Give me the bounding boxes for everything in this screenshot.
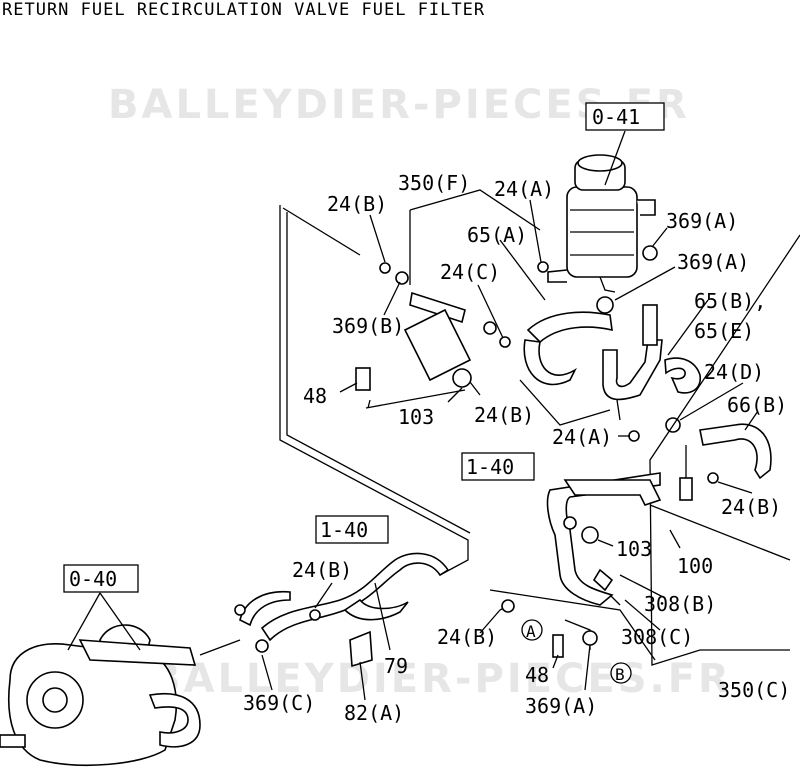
label-103-upper: 103 [398,405,434,429]
label-pipe-ref-lower: 1-40 [315,515,389,544]
svg-text:0-41: 0-41 [592,105,640,129]
label-24b-top: 24(B) [327,192,387,216]
label-pipe-ref-upper: 1-40 [461,452,535,481]
label-369c: 369(C) [243,691,315,715]
label-filter-ref: 0-41 [585,102,665,131]
clamps-upper [379,245,719,484]
label-350c: 350(C) [718,678,790,702]
label-82a: 82(A) [344,701,404,725]
label-24b-right: 24(B) [721,495,781,519]
label-24a-mid: 24(A) [552,425,612,449]
lower-return-pipe [199,552,656,701]
label-369a-lower: 369(A) [525,694,597,718]
circle-marker-b: B [610,662,632,684]
label-24b-lower: 24(B) [437,625,497,649]
leader-lines [339,130,759,494]
svg-text:A: A [526,622,536,641]
label-100: 100 [677,554,713,578]
circle-marker-a: A [521,619,543,641]
fuel-filter [547,154,656,293]
label-24c: 24(C) [440,260,500,284]
diagram-title: RETURN FUEL RECIRCULATION VALVE FUEL FIL… [2,0,485,20]
label-65a: 65(A) [467,223,527,247]
watermark-bottom: BALLEYDIER-PIECES.FR [150,656,732,702]
svg-text:1-40: 1-40 [466,455,514,479]
label-369a-1: 369(A) [666,209,738,233]
recirculation-valve-assembly [355,189,541,409]
label-65e: 65(E) [694,319,754,343]
label-48-upper: 48 [303,384,327,408]
label-103-lower: 103 [616,537,652,561]
filter-hoses [523,304,772,480]
label-369b: 369(B) [332,314,404,338]
label-24b-left: 24(B) [292,558,352,582]
label-350f: 350(F) [398,171,470,195]
label-24d: 24(D) [704,360,764,384]
label-24a-top: 24(A) [494,177,554,201]
label-308c: 308(C) [621,625,693,649]
label-79: 79 [384,654,408,678]
frame-lines [279,205,800,666]
svg-text:1-40: 1-40 [320,518,368,542]
label-pump-ref: 0-40 [63,564,139,593]
label-308b: 308(B) [644,592,716,616]
injection-pump [0,592,201,766]
label-66b: 66(B) [727,393,787,417]
label-369a-2: 369(A) [677,250,749,274]
svg-text:B: B [615,665,625,684]
label-24b-mid: 24(B) [474,403,534,427]
label-48-lower: 48 [525,663,549,687]
label-65be: 65(B), [694,289,766,313]
lower-pipe-assembly [546,445,791,631]
svg-text:0-40: 0-40 [69,567,117,591]
